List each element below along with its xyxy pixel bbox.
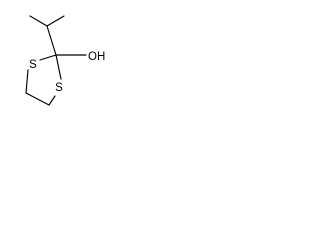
- bond-isopropyl-to-ring: [46, 25, 57, 56]
- atom-label-sulfur-upper: S: [29, 59, 37, 71]
- structure-diagram: S S OH: [25, 15, 105, 106]
- bond-methyl-right: [46, 15, 65, 27]
- bond-c2-s-upper: [39, 54, 57, 61]
- atom-label-sulfur-lower: S: [55, 82, 63, 94]
- bond-methyl-left: [29, 15, 48, 27]
- bond-s-upper-c: [25, 69, 29, 94]
- bond-s-lower-c2: [55, 54, 62, 80]
- bond-ring-c-c: [25, 92, 50, 106]
- bond-c-s-lower: [48, 95, 56, 106]
- atom-label-hydroxyl: OH: [88, 51, 105, 63]
